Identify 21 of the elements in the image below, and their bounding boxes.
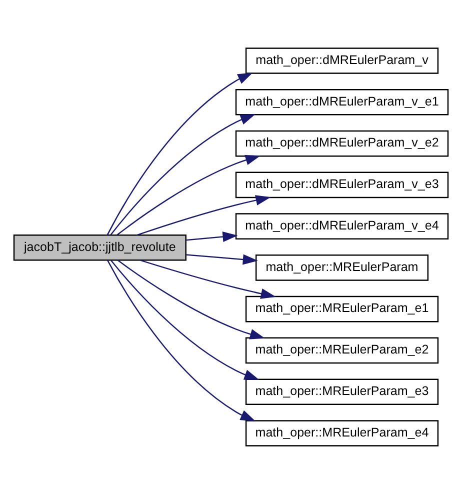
arrow	[140, 259, 276, 298]
arrow	[116, 154, 260, 235]
arrow	[185, 254, 258, 264]
arrow	[106, 260, 256, 421]
arrow	[136, 194, 270, 236]
node-box: math_oper::MREulerParam	[254, 254, 428, 280]
arrow	[106, 72, 252, 235]
node-box: math_oper::dMREulerParam_v_e3	[234, 171, 448, 198]
arrow	[110, 260, 259, 380]
node-box: jacobT_jacob::jjtlb_revolute	[12, 234, 186, 260]
node-box: math_oper::MREulerParam_e3	[244, 378, 438, 405]
node-box: math_oper::dMREulerParam_v_e1	[234, 88, 448, 115]
node-box: math_oper::dMREulerParam_v_e4	[234, 212, 448, 239]
node-box: math_oper::MREulerParam_e2	[244, 336, 438, 364]
arrow	[185, 231, 238, 242]
arrow	[116, 259, 265, 339]
node-box: math_oper::dMREulerParam_v_e2	[234, 130, 448, 156]
node-box: math_oper::MREulerParam_e1	[244, 295, 438, 322]
node-box: math_oper::dMREulerParam_v	[244, 47, 438, 74]
node-box: math_oper::MREulerParam_e4	[244, 420, 438, 446]
arrow	[110, 114, 255, 235]
